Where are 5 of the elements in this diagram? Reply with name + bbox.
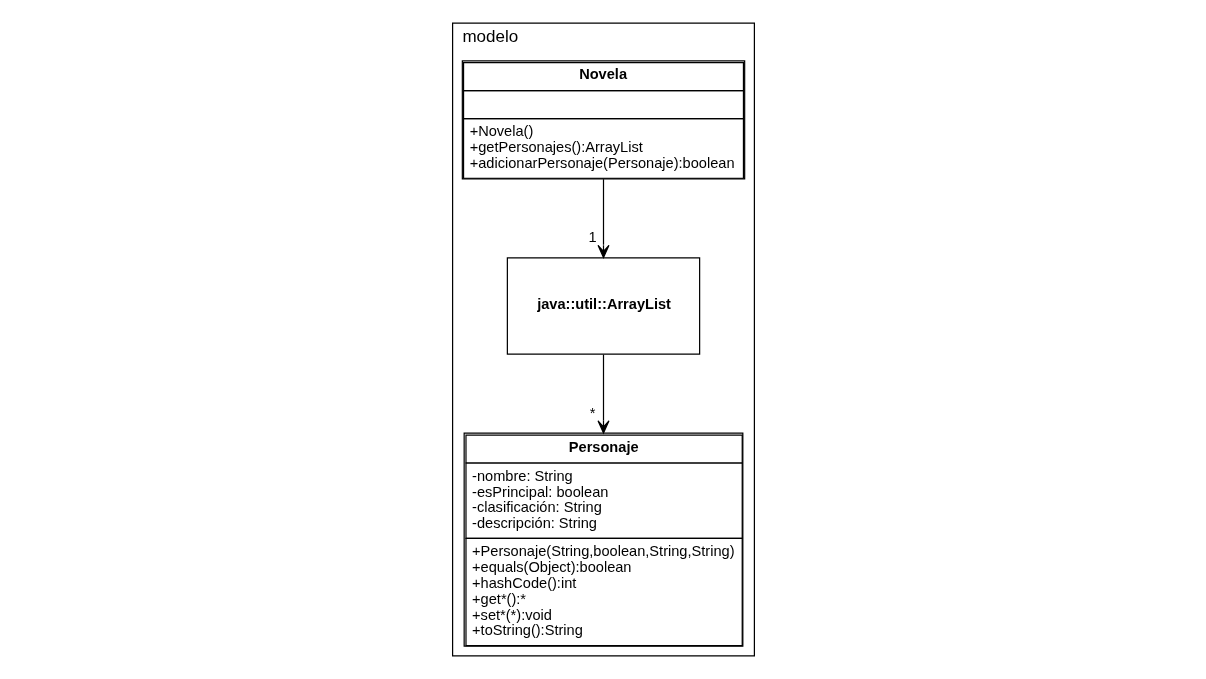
edge-label: 1: [587, 229, 597, 246]
arrow: [596, 354, 610, 434]
node-box: java::util::ArrayList: [506, 257, 700, 355]
arrow: [596, 178, 610, 259]
edge-label: *: [589, 404, 595, 421]
